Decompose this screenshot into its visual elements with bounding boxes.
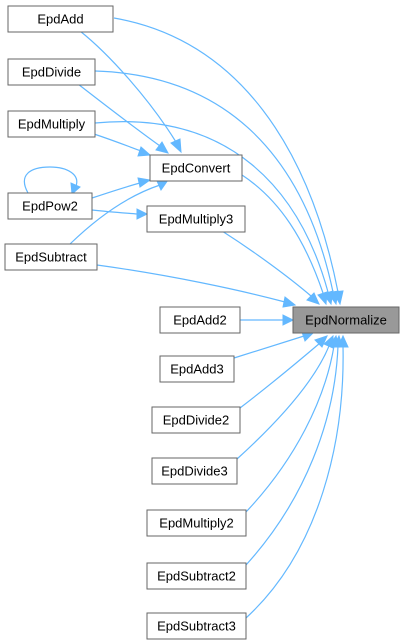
arrowhead — [170, 138, 182, 154]
node-epddivide[interactable]: EpdDivide — [7, 58, 96, 86]
node-epdadd3[interactable]: EpdAdd3 — [159, 355, 235, 383]
node-label: EpdPow2 — [22, 199, 78, 214]
edge-epdmultiply2-to-epdnormalize — [245, 345, 335, 513]
arrowhead — [155, 141, 169, 154]
edge-epdsubtract2-to-epdnormalize — [245, 345, 339, 566]
node-label: EpdMultiply2 — [159, 516, 233, 531]
node-epdsubtract[interactable]: EpdSubtract — [4, 243, 98, 271]
node-epdsubtract2[interactable]: EpdSubtract2 — [146, 562, 247, 590]
edge-epddivide-to-epdnormalize — [94, 70, 334, 293]
edge-epdsubtract-to-epdconvert — [69, 184, 161, 245]
node-label: EpdDivide3 — [161, 464, 228, 479]
edge-epdsubtract3-to-epdnormalize — [245, 345, 344, 619]
edge-epddivide3-to-epdnormalize — [236, 345, 330, 460]
node-label: EpdAdd2 — [173, 313, 227, 328]
node-epddivide3[interactable]: EpdDivide3 — [151, 457, 238, 485]
node-epdadd[interactable]: EpdAdd — [7, 5, 114, 33]
edge-epdpow2-self-loop — [23, 166, 78, 194]
edge-epdadd-to-epdnormalize — [113, 17, 339, 293]
edge-epddivide-to-epdconvert — [77, 83, 161, 147]
node-label: EpdDivide2 — [163, 413, 230, 428]
node-epdmultiply[interactable]: EpdMultiply — [7, 110, 96, 138]
node-epdmultiply3[interactable]: EpdMultiply3 — [146, 205, 246, 233]
edge-epdsubtract-to-epdnormalize — [96, 264, 286, 303]
node-label: EpdAdd3 — [170, 362, 224, 377]
arrowhead — [317, 291, 328, 306]
node-label: EpdNormalize — [305, 313, 387, 328]
edges — [23, 17, 349, 619]
node-label: EpdSubtract2 — [157, 569, 236, 584]
node-epdadd2[interactable]: EpdAdd2 — [159, 306, 241, 334]
node-label: EpdAdd — [37, 12, 83, 27]
edge-epdadd-to-epdconvert — [79, 30, 177, 143]
edge-epdconvert-to-epdnormalize — [241, 174, 324, 294]
node-label: EpdSubtract3 — [157, 619, 236, 634]
node-epdmultiply2[interactable]: EpdMultiply2 — [146, 509, 247, 537]
node-epdnormalize[interactable]: EpdNormalize — [292, 306, 400, 334]
edge-epdmultiply3-to-epdnormalize — [221, 230, 312, 297]
edge-epdmultiply-to-epdconvert — [93, 133, 142, 152]
nodes: EpdAdd EpdDivide EpdMultiply EpdPow2 Epd… — [4, 5, 400, 640]
edge-epdpow2-to-epdmultiply3 — [91, 209, 138, 215]
arrowhead — [282, 296, 297, 308]
edge-epdadd3-to-epdnormalize — [233, 335, 305, 359]
node-epddivide2[interactable]: EpdDivide2 — [151, 406, 241, 434]
node-epdconvert[interactable]: EpdConvert — [149, 154, 243, 182]
arrowhead — [306, 292, 320, 305]
arrowhead — [136, 208, 149, 220]
edge-epdmultiply-to-epdnormalize — [94, 121, 329, 293]
arrowhead — [137, 177, 152, 188]
node-label: EpdMultiply3 — [159, 212, 233, 227]
arrowhead — [70, 182, 81, 196]
arrowhead — [137, 146, 152, 157]
node-epdpow2[interactable]: EpdPow2 — [7, 192, 93, 220]
node-label: EpdMultiply — [18, 117, 86, 132]
arrowhead — [314, 335, 328, 348]
node-label: EpdDivide — [22, 65, 81, 80]
node-label: EpdSubtract — [15, 250, 87, 265]
edge-epdpow2-to-epdconvert — [91, 182, 141, 199]
node-label: EpdConvert — [162, 161, 231, 176]
arrowhead — [282, 314, 295, 326]
arrowhead — [337, 334, 349, 348]
node-epdsubtract3[interactable]: EpdSubtract3 — [146, 612, 247, 640]
edge-epddivide2-to-epdnormalize — [239, 342, 321, 409]
